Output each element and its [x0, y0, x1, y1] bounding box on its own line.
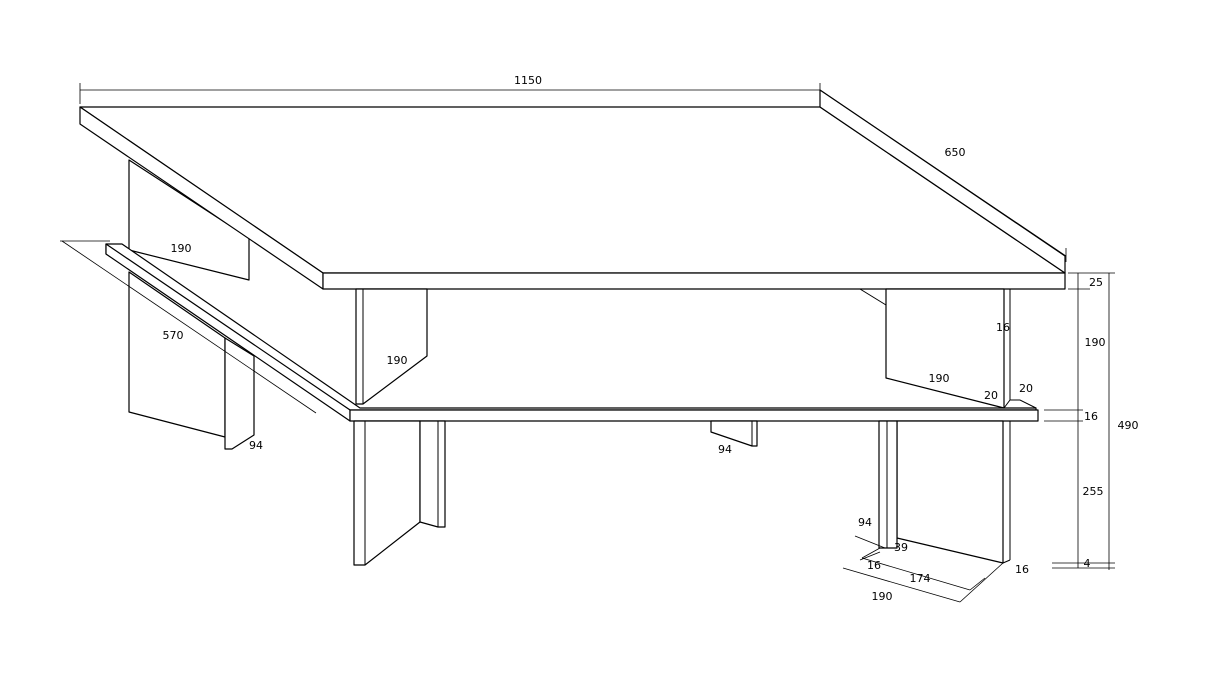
dim-foot-offset: 39	[894, 541, 908, 554]
dim-foot-gap: 4	[1084, 557, 1091, 570]
dim-middle-leg-width: 94	[718, 443, 732, 456]
front-left-upper-leg	[355, 288, 428, 405]
dim-notch-b: 20	[1019, 382, 1033, 395]
front-left-lower-leg	[353, 420, 421, 566]
dim-lower-leg-height: 255	[1083, 485, 1104, 498]
dim-back-leg-width: 190	[171, 242, 192, 255]
dim-foot-thickness-b: 16	[1015, 563, 1029, 576]
dimension-lines	[60, 83, 1115, 603]
front-left-foot-plate	[419, 420, 446, 528]
dim-foot-inner: 174	[910, 572, 931, 585]
front-right-lower-leg	[896, 420, 1004, 564]
dim-foot-thickness-a: 16	[867, 559, 881, 572]
front-right-foot-plate	[878, 420, 898, 549]
dim-top-thickness: 25	[1089, 276, 1103, 289]
dim-shelf-depth: 570	[163, 329, 184, 342]
dim-upper-leg-thickness: 16	[996, 321, 1010, 334]
dim-notch-a: 20	[984, 389, 998, 402]
dim-shelf-thickness: 16	[1084, 410, 1098, 423]
dim-foot-leg-width: 94	[858, 516, 872, 529]
dim-front-left-upper-leg: 190	[387, 354, 408, 367]
dim-top-depth: 650	[945, 146, 966, 159]
table-top-front-edge	[322, 272, 1066, 290]
dim-foot-total: 190	[872, 590, 893, 603]
dim-total-height: 490	[1118, 419, 1139, 432]
dim-top-length: 1150	[514, 74, 542, 87]
middle-back-leg	[710, 420, 758, 447]
dim-upper-leg-height: 190	[1085, 336, 1106, 349]
dim-back-foot-width: 94	[249, 439, 263, 452]
shelf-front-edge	[349, 409, 1039, 422]
dim-front-right-upper-leg: 190	[929, 372, 950, 385]
